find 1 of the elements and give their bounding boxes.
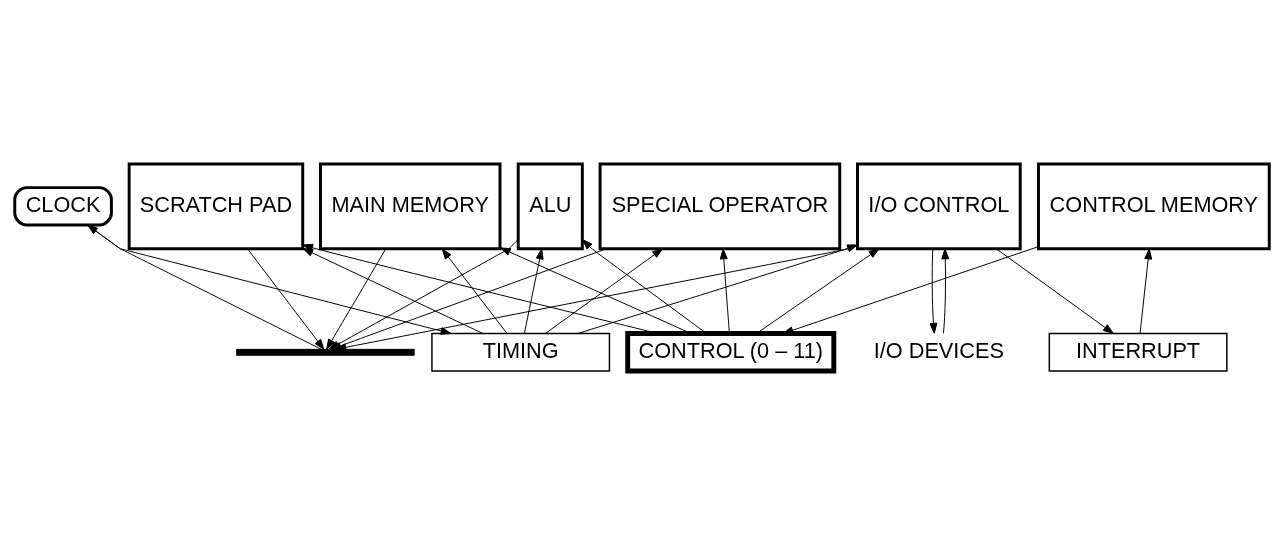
node-text: I/O DEVICES (873, 337, 1004, 363)
